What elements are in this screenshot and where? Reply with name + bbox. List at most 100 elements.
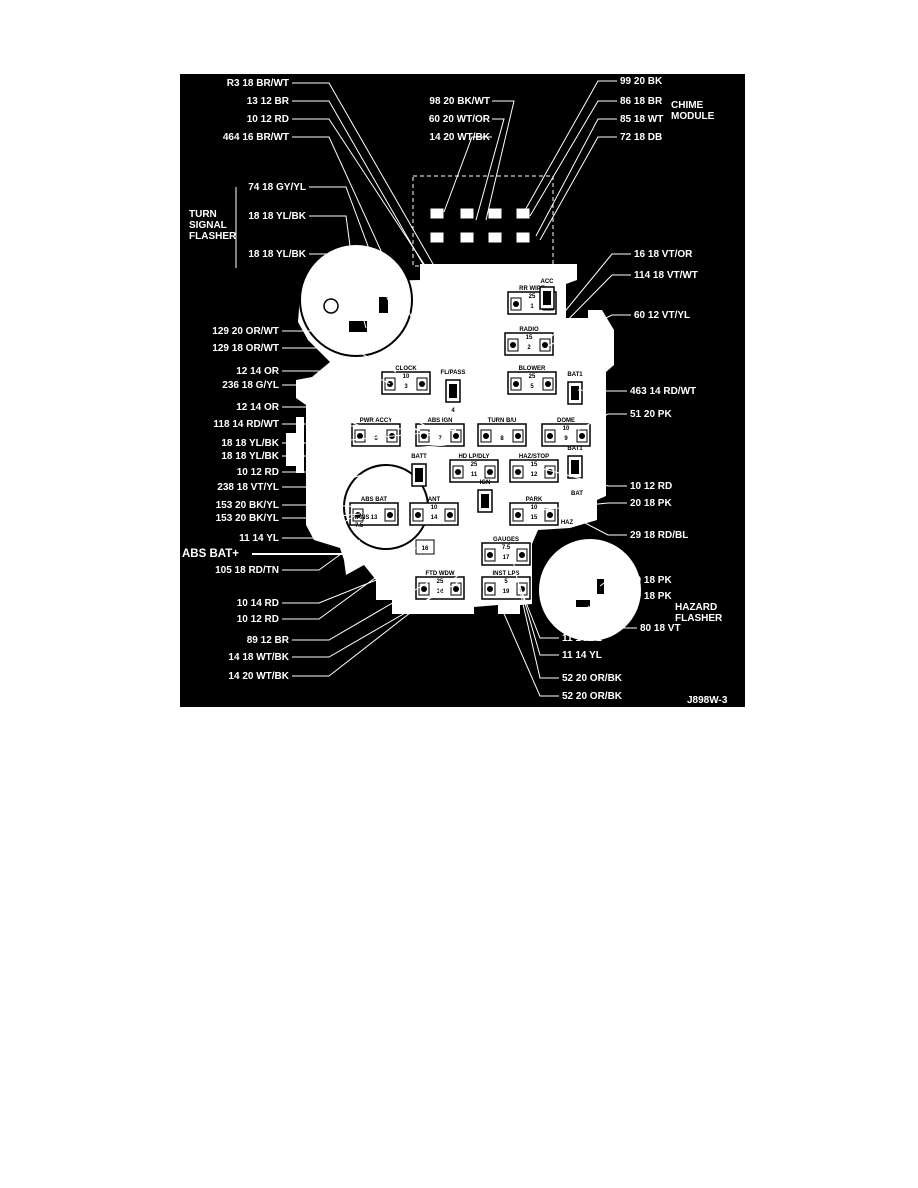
leader-line (539, 467, 627, 487)
leader-line (587, 605, 637, 629)
figure-id: J898W-3 (687, 695, 728, 706)
fuse-name: ABS BAT (361, 497, 388, 503)
fuse-slot: BATT (411, 454, 427, 487)
fuse-amp: 25 (529, 294, 536, 300)
wire-label-left: 153 20 BK/YL (216, 513, 279, 524)
wire-label-right: 29 18 RD/BL (630, 530, 688, 541)
fuse-number: 3 (404, 384, 408, 390)
wire-label-left: 12 14 OR (236, 366, 280, 377)
leader-line (292, 136, 441, 381)
fuse-amp: 25 (437, 579, 444, 585)
fuse-number: 19 (503, 589, 510, 595)
fuse-number: 8 (500, 436, 504, 442)
wire-label-left: 18 18 YL/BK (221, 438, 279, 449)
fuse-number: 12 (531, 472, 538, 478)
fuse-name: HAZ/STOP (519, 454, 549, 460)
wire-label-left: 10 12 RD (237, 467, 279, 478)
fuse-number: 5 (530, 384, 534, 390)
leader-line (282, 347, 391, 385)
fuse-number: 17 (503, 555, 510, 561)
fuse-number: 6 (374, 436, 378, 442)
fuse-amp: 25 (529, 374, 536, 380)
fuse-number: 4 (451, 408, 455, 414)
fuse-name: GAUGES (493, 537, 519, 543)
wire-label-right: 20 18 PK (630, 498, 672, 509)
leader-line (292, 100, 485, 371)
leader-line (292, 82, 449, 291)
fuse-name: PWR ACCY (360, 418, 392, 424)
fuse-number: 13 (371, 515, 378, 521)
wire-label-top: 98 20 BK/WT (429, 96, 490, 107)
leader-line (292, 579, 463, 658)
wire-label-right: 20 18 PK (630, 575, 672, 586)
fuse-slot: ACC (539, 279, 555, 310)
abs-bat-plus-label: ABS BAT+ (182, 548, 239, 560)
fuse-slot: 13 ABS BAT (349, 497, 399, 526)
wire-label-left: 18 18 YL/BK (221, 451, 279, 462)
wire-label-left: 11 14 YL (239, 533, 279, 544)
wire-label-left: 12 14 OR (236, 402, 280, 413)
wire-label-left: 14 20 WT/BK (228, 671, 289, 682)
fuse-number: 11 (471, 472, 478, 478)
fuse-name: BATT (411, 454, 427, 460)
fuse-amp: 5 (504, 579, 508, 585)
leader-line (309, 215, 361, 321)
wire-label-right: 85 18 WT (620, 114, 663, 125)
wire-label-right: 114 18 VT/WT (634, 270, 698, 281)
fuse-number: 1 (530, 304, 534, 310)
fuse-amp: 10 (531, 505, 538, 511)
wire-label-left: 236 18 G/YL (222, 380, 279, 391)
leader-line (282, 513, 361, 519)
wire-label-left: 118 14 RD/WT (213, 419, 279, 430)
wire-label-left: 238 18 VT/YL (217, 482, 279, 493)
fuse-amp: 7.5 (502, 545, 511, 551)
wire-label-right: 99 20 BK (620, 76, 663, 87)
fuse-slot: HAZ (561, 520, 574, 526)
leader-line (292, 579, 433, 641)
leader-line (443, 136, 492, 213)
fuse-number: 2 (527, 345, 531, 351)
leader-line (599, 579, 627, 587)
wire-label-right: 16 18 VT/OR (634, 249, 693, 260)
leader-line (485, 100, 515, 221)
leader-line (282, 384, 441, 441)
fuse-name: PARK (526, 497, 543, 503)
wire-label-left: 10 14 RD (237, 598, 279, 609)
leader-line (519, 585, 559, 656)
leader-line (292, 118, 501, 381)
fuse-slot: BAT (571, 491, 583, 497)
leader-line (282, 504, 371, 508)
fuse-number: 15 (531, 515, 538, 521)
leader-line (549, 274, 631, 339)
leader-line (309, 186, 389, 301)
wire-label-left: 10 12 RD (237, 614, 279, 625)
leader-line (539, 502, 627, 511)
wire-label-right: 11 14 YL (562, 633, 602, 644)
fuse-amp: 10 (563, 426, 570, 432)
fuse-amp: 7.5 (355, 523, 364, 529)
leader-line (547, 253, 631, 333)
leader-line (577, 413, 627, 431)
leader-line (282, 429, 457, 444)
fuse-number: 9 (564, 436, 568, 442)
wire-label-right: 72 18 DB (620, 132, 662, 143)
leader-line (309, 253, 367, 329)
wire-label-right: 60 12 VT/YL (634, 310, 690, 321)
leader-line (559, 509, 627, 536)
wire-label-right: 80 18 VT (640, 623, 681, 634)
leader-line (282, 467, 355, 473)
fuse-name: TURN B/U (488, 418, 517, 424)
fuse-amp: 25 (471, 462, 478, 468)
leader-line (282, 515, 355, 539)
leader-line (517, 581, 559, 639)
wire-label-left: 13 12 BR (247, 96, 290, 107)
wire-label-right: 10 12 RD (630, 481, 672, 492)
